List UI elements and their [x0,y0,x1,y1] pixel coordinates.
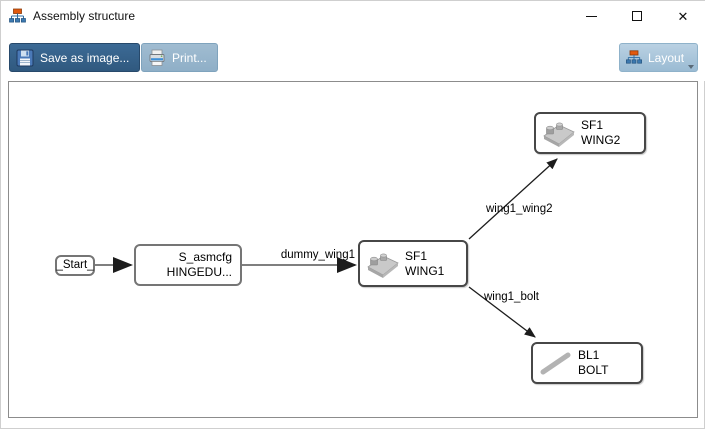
window-title: Assembly structure [33,9,136,23]
toolbar: Save as image... Print... Layout [1,31,705,81]
maximize-icon [632,11,642,21]
node-bolt-line1: BL1 [578,348,600,362]
node-sf1-wing2[interactable]: SF1 WING2 [534,112,646,154]
node-asmcfg-line2: HINGEDU... [166,265,232,279]
node-wing1-line1: SF1 [405,248,428,263]
floppy-disk-icon [16,49,34,66]
bolt-part-icon [540,352,571,375]
layout-button[interactable]: Layout [619,43,698,72]
close-icon: ✕ [677,8,689,24]
save-as-image-button[interactable]: Save as image... [9,43,141,72]
node-wing2-line1: SF1 [581,118,604,132]
maximize-button[interactable] [614,1,660,31]
assembly-structure-app-icon [9,8,26,23]
print-label: Print... [172,50,207,65]
node-bl1-bolt[interactable]: BL1 BOLT [531,342,643,384]
window-controls: ✕ [568,1,705,31]
edge-label-wing1-wing2: wing1_wing2 [486,203,553,215]
node-wing2-line2: WING2 [581,133,621,147]
node-start-label: _Start_ [56,259,94,272]
node-s-asmcfg[interactable]: S_asmcfg HINGEDU... [134,244,242,286]
edge-label-wing1-bolt: wing1_bolt [484,291,539,303]
layout-label: Layout [648,50,685,65]
printer-icon [149,49,165,66]
assembly-diagram-canvas[interactable]: _Start_ S_asmcfg HINGEDU... SF1 WING1 [8,81,698,418]
minimize-button[interactable] [568,1,614,31]
edge-label-dummy-wing1: dummy_wing1 [280,249,355,261]
layout-dropdown-caret-icon [688,65,694,69]
node-start[interactable]: _Start_ [55,255,95,276]
wing-part-icon [367,253,399,278]
layout-hierarchy-icon [626,50,642,64]
print-button[interactable]: Print... [141,43,218,72]
node-asmcfg-line1: S_asmcfg [178,250,232,264]
wing-part-icon [543,122,575,147]
title-bar: Assembly structure ✕ [1,1,705,31]
close-button[interactable]: ✕ [660,1,705,31]
save-as-image-label: Save as image... [40,50,130,65]
minimize-icon [585,15,597,17]
node-sf1-wing1[interactable]: SF1 WING1 [358,240,468,287]
node-wing1-line2: WING1 [405,263,445,278]
edge-wing1-wing2 [468,158,558,240]
node-bolt-line2: BOLT [578,363,609,377]
